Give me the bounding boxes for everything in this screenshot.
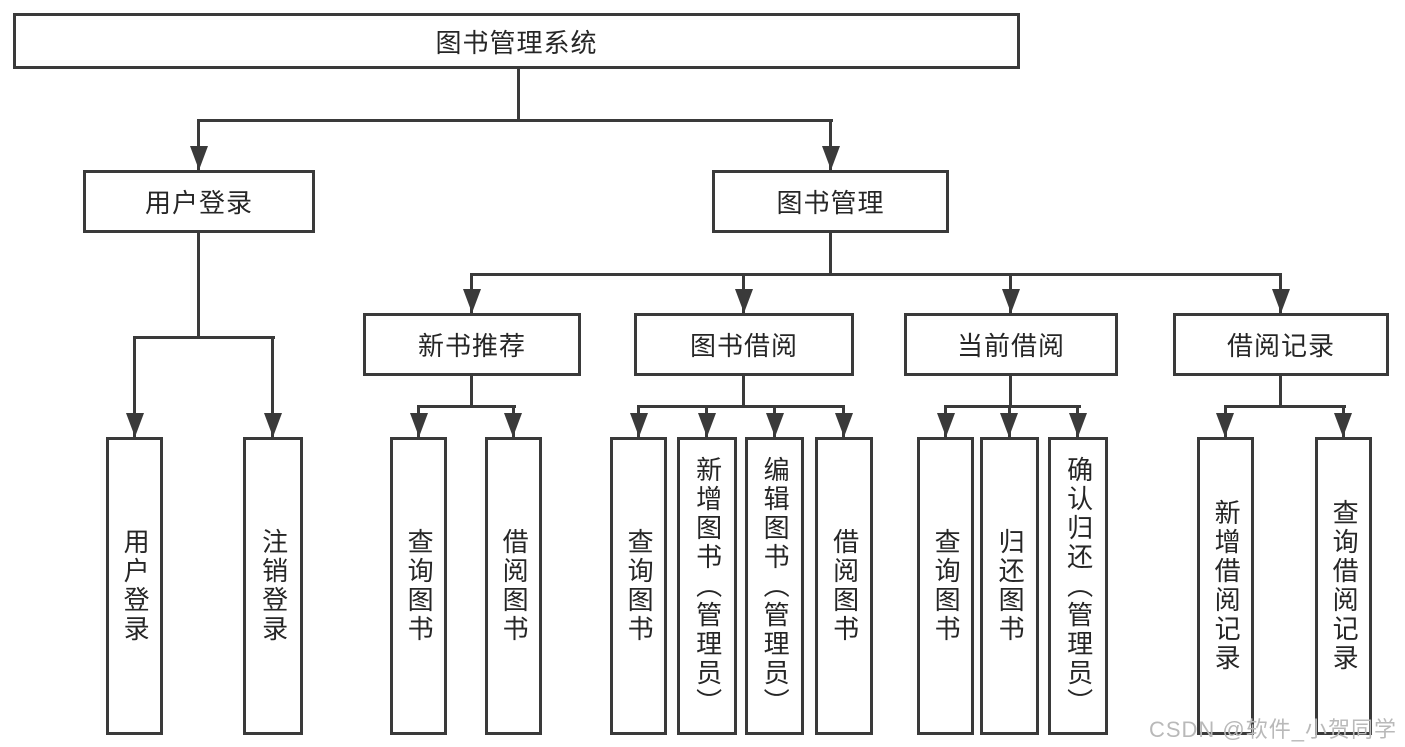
line-segment (133, 336, 275, 339)
line-segment (1009, 376, 1012, 408)
node-user-login: 用户登录 (83, 170, 315, 233)
line-segment (829, 233, 832, 276)
arrow-down-icon (1216, 413, 1234, 437)
line-segment (517, 66, 520, 121)
arrow-down-icon (1069, 413, 1087, 437)
node-book-management: 图书管理 (712, 170, 949, 233)
arrow-down-icon (1000, 413, 1018, 437)
arrow-down-icon (937, 413, 955, 437)
arrow-down-icon (735, 289, 753, 313)
leaf-edit-books-admin: 编辑图书（管理员） (745, 437, 804, 735)
arrow-down-icon (698, 413, 716, 437)
arrow-down-icon (410, 413, 428, 437)
arrow-down-icon (835, 413, 853, 437)
arrow-down-icon (1334, 413, 1352, 437)
leaf-user-login: 用户登录 (106, 437, 163, 735)
line-segment (944, 405, 1081, 408)
arrow-down-icon (1272, 289, 1290, 313)
line-segment (133, 336, 136, 437)
line-segment (197, 119, 833, 122)
line-segment (829, 119, 832, 170)
leaf-add-books-admin: 新增图书（管理员） (677, 437, 737, 735)
node-library-management-system: 图书管理系统 (13, 13, 1020, 69)
leaf-add-borrow-record: 新增借阅记录 (1197, 437, 1254, 735)
arrow-down-icon (463, 289, 481, 313)
line-segment (1224, 405, 1346, 408)
line-segment (197, 233, 200, 337)
leaf-return-books: 归还图书 (980, 437, 1039, 735)
line-segment (470, 376, 473, 408)
node-new-book-recommendation: 新书推荐 (363, 313, 581, 376)
arrow-down-icon (822, 146, 840, 170)
csdn-watermark: CSDN @软件_小贺同学 (1148, 717, 1397, 742)
node-borrowing-records: 借阅记录 (1173, 313, 1389, 376)
leaf-query-books-current: 查询图书 (917, 437, 974, 735)
arrow-down-icon (766, 413, 784, 437)
leaf-logout: 注销登录 (243, 437, 303, 735)
node-book-borrowing: 图书借阅 (634, 313, 854, 376)
line-segment (417, 405, 516, 408)
leaf-query-borrow-record: 查询借阅记录 (1315, 437, 1372, 735)
leaf-confirm-return-admin: 确认归还（管理员） (1048, 437, 1108, 735)
line-segment (637, 405, 845, 408)
arrow-down-icon (190, 146, 208, 170)
arrow-down-icon (264, 413, 282, 437)
line-segment (742, 376, 745, 408)
line-segment (1279, 376, 1282, 408)
arrow-down-icon (126, 413, 144, 437)
leaf-borrow-books-recommend: 借阅图书 (485, 437, 542, 735)
leaf-query-books-borrowing: 查询图书 (610, 437, 667, 735)
node-current-borrowing: 当前借阅 (904, 313, 1118, 376)
arrow-down-icon (630, 413, 648, 437)
line-segment (470, 273, 1282, 276)
arrow-down-icon (504, 413, 522, 437)
arrow-down-icon (1002, 289, 1020, 313)
leaf-query-books-recommend: 查询图书 (390, 437, 447, 735)
leaf-borrow-books: 借阅图书 (815, 437, 873, 735)
line-segment (197, 119, 200, 170)
line-segment (271, 336, 274, 437)
